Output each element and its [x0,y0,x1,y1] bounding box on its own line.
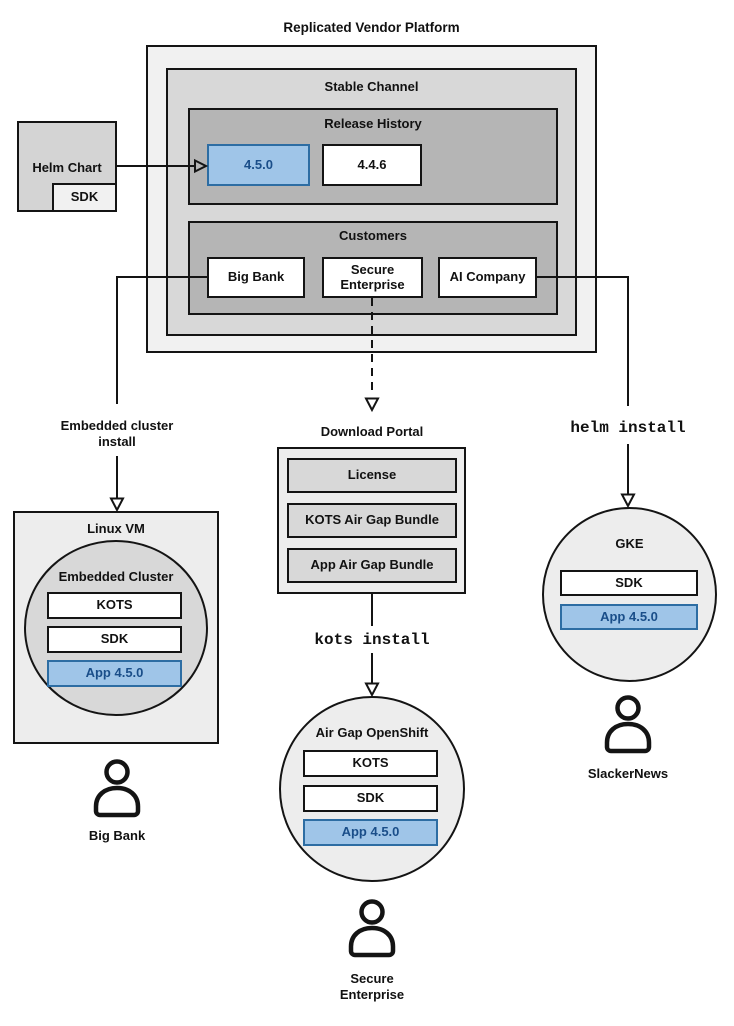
portal-arrowhead [364,682,380,698]
helm-chart-label: Helm Chart [32,160,102,175]
big-bank-user-label: Big Bank [88,828,146,843]
customers-label: Customers [339,228,407,243]
os-app-chip: App 4.5.0 [303,819,438,846]
download-portal-label: Download Portal [320,424,424,439]
slackernews-user-label: SlackerNews [587,766,669,781]
os-kots-chip: KOTS [303,750,438,777]
secure-enterprise-user-icon [346,898,398,960]
release-446-chip: 4.4.6 [322,144,422,186]
release-history-label: Release History [324,116,422,131]
embedded-cluster-install-label: Embedded cluster install [60,418,174,450]
aicompany-arrowhead [620,493,636,509]
ec-sdk-chip: SDK [47,626,182,653]
ec-app-chip: App 4.5.0 [47,660,182,687]
portal-app-bundle-chip: App Air Gap Bundle [287,548,457,583]
secure-dashed-arrowhead [364,397,380,413]
customer-big-bank-chip: Big Bank [207,257,305,298]
portal-license-chip: License [287,458,457,493]
portal-kots-bundle-chip: KOTS Air Gap Bundle [287,503,457,538]
gke-label: GKE [615,536,644,551]
linux-vm-label: Linux VM [87,521,145,536]
bigbank-arrowhead [109,497,125,513]
helm-sdk-chip: SDK [52,183,117,212]
kots-install-command: kots install [314,631,430,649]
stable-channel-label: Stable Channel [324,79,419,94]
secure-enterprise-user-label: Secure Enterprise [339,971,405,1003]
helm-install-command: helm install [570,419,686,437]
diagram-title: Replicated Vendor Platform [283,20,460,35]
slackernews-user-icon [602,694,654,756]
ec-kots-chip: KOTS [47,592,182,619]
release-450-chip: 4.5.0 [207,144,310,186]
embedded-cluster-label: Embedded Cluster [58,569,174,584]
os-sdk-chip: SDK [303,785,438,812]
gke-app-chip: App 4.5.0 [560,604,698,630]
customer-ai-company-chip: AI Company [438,257,537,298]
gke-sdk-chip: SDK [560,570,698,596]
customer-secure-enterprise-chip: Secure Enterprise [322,257,423,298]
big-bank-user-icon [91,758,143,820]
airgap-openshift-label: Air Gap OpenShift [315,725,429,740]
